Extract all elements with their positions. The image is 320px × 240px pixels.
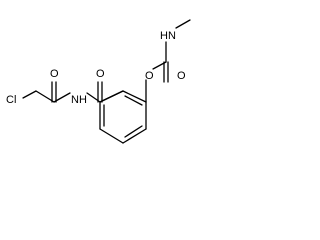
ring-bond-1: [122, 90, 147, 103]
bond-c1-nh: [53, 92, 71, 103]
ring-inner-bond-1: [124, 95, 143, 106]
atom-label-nh-amide: NH: [71, 94, 87, 106]
atom-label-nh-carbamate: HN: [160, 30, 176, 42]
chemical-structure: Cl O NH O O O HN: [6, 19, 191, 144]
ring-inner-bond-2: [124, 125, 143, 138]
ring-bond-3: [122, 128, 147, 144]
ring-bond-4: [99, 128, 124, 144]
atom-label-cl: Cl: [6, 94, 16, 106]
bond-cl-ch2: [22, 90, 37, 99]
ring-bond-6: [99, 90, 124, 103]
atom-label-o-ester: O: [145, 70, 154, 82]
bond-ch2-c1: [35, 90, 55, 103]
bond-nh-ch3: [175, 19, 191, 29]
atom-label-o-carbonyl: O: [177, 70, 186, 82]
atom-label-o-amide: O: [96, 68, 105, 80]
atom-label-o-ketone: O: [50, 68, 59, 80]
